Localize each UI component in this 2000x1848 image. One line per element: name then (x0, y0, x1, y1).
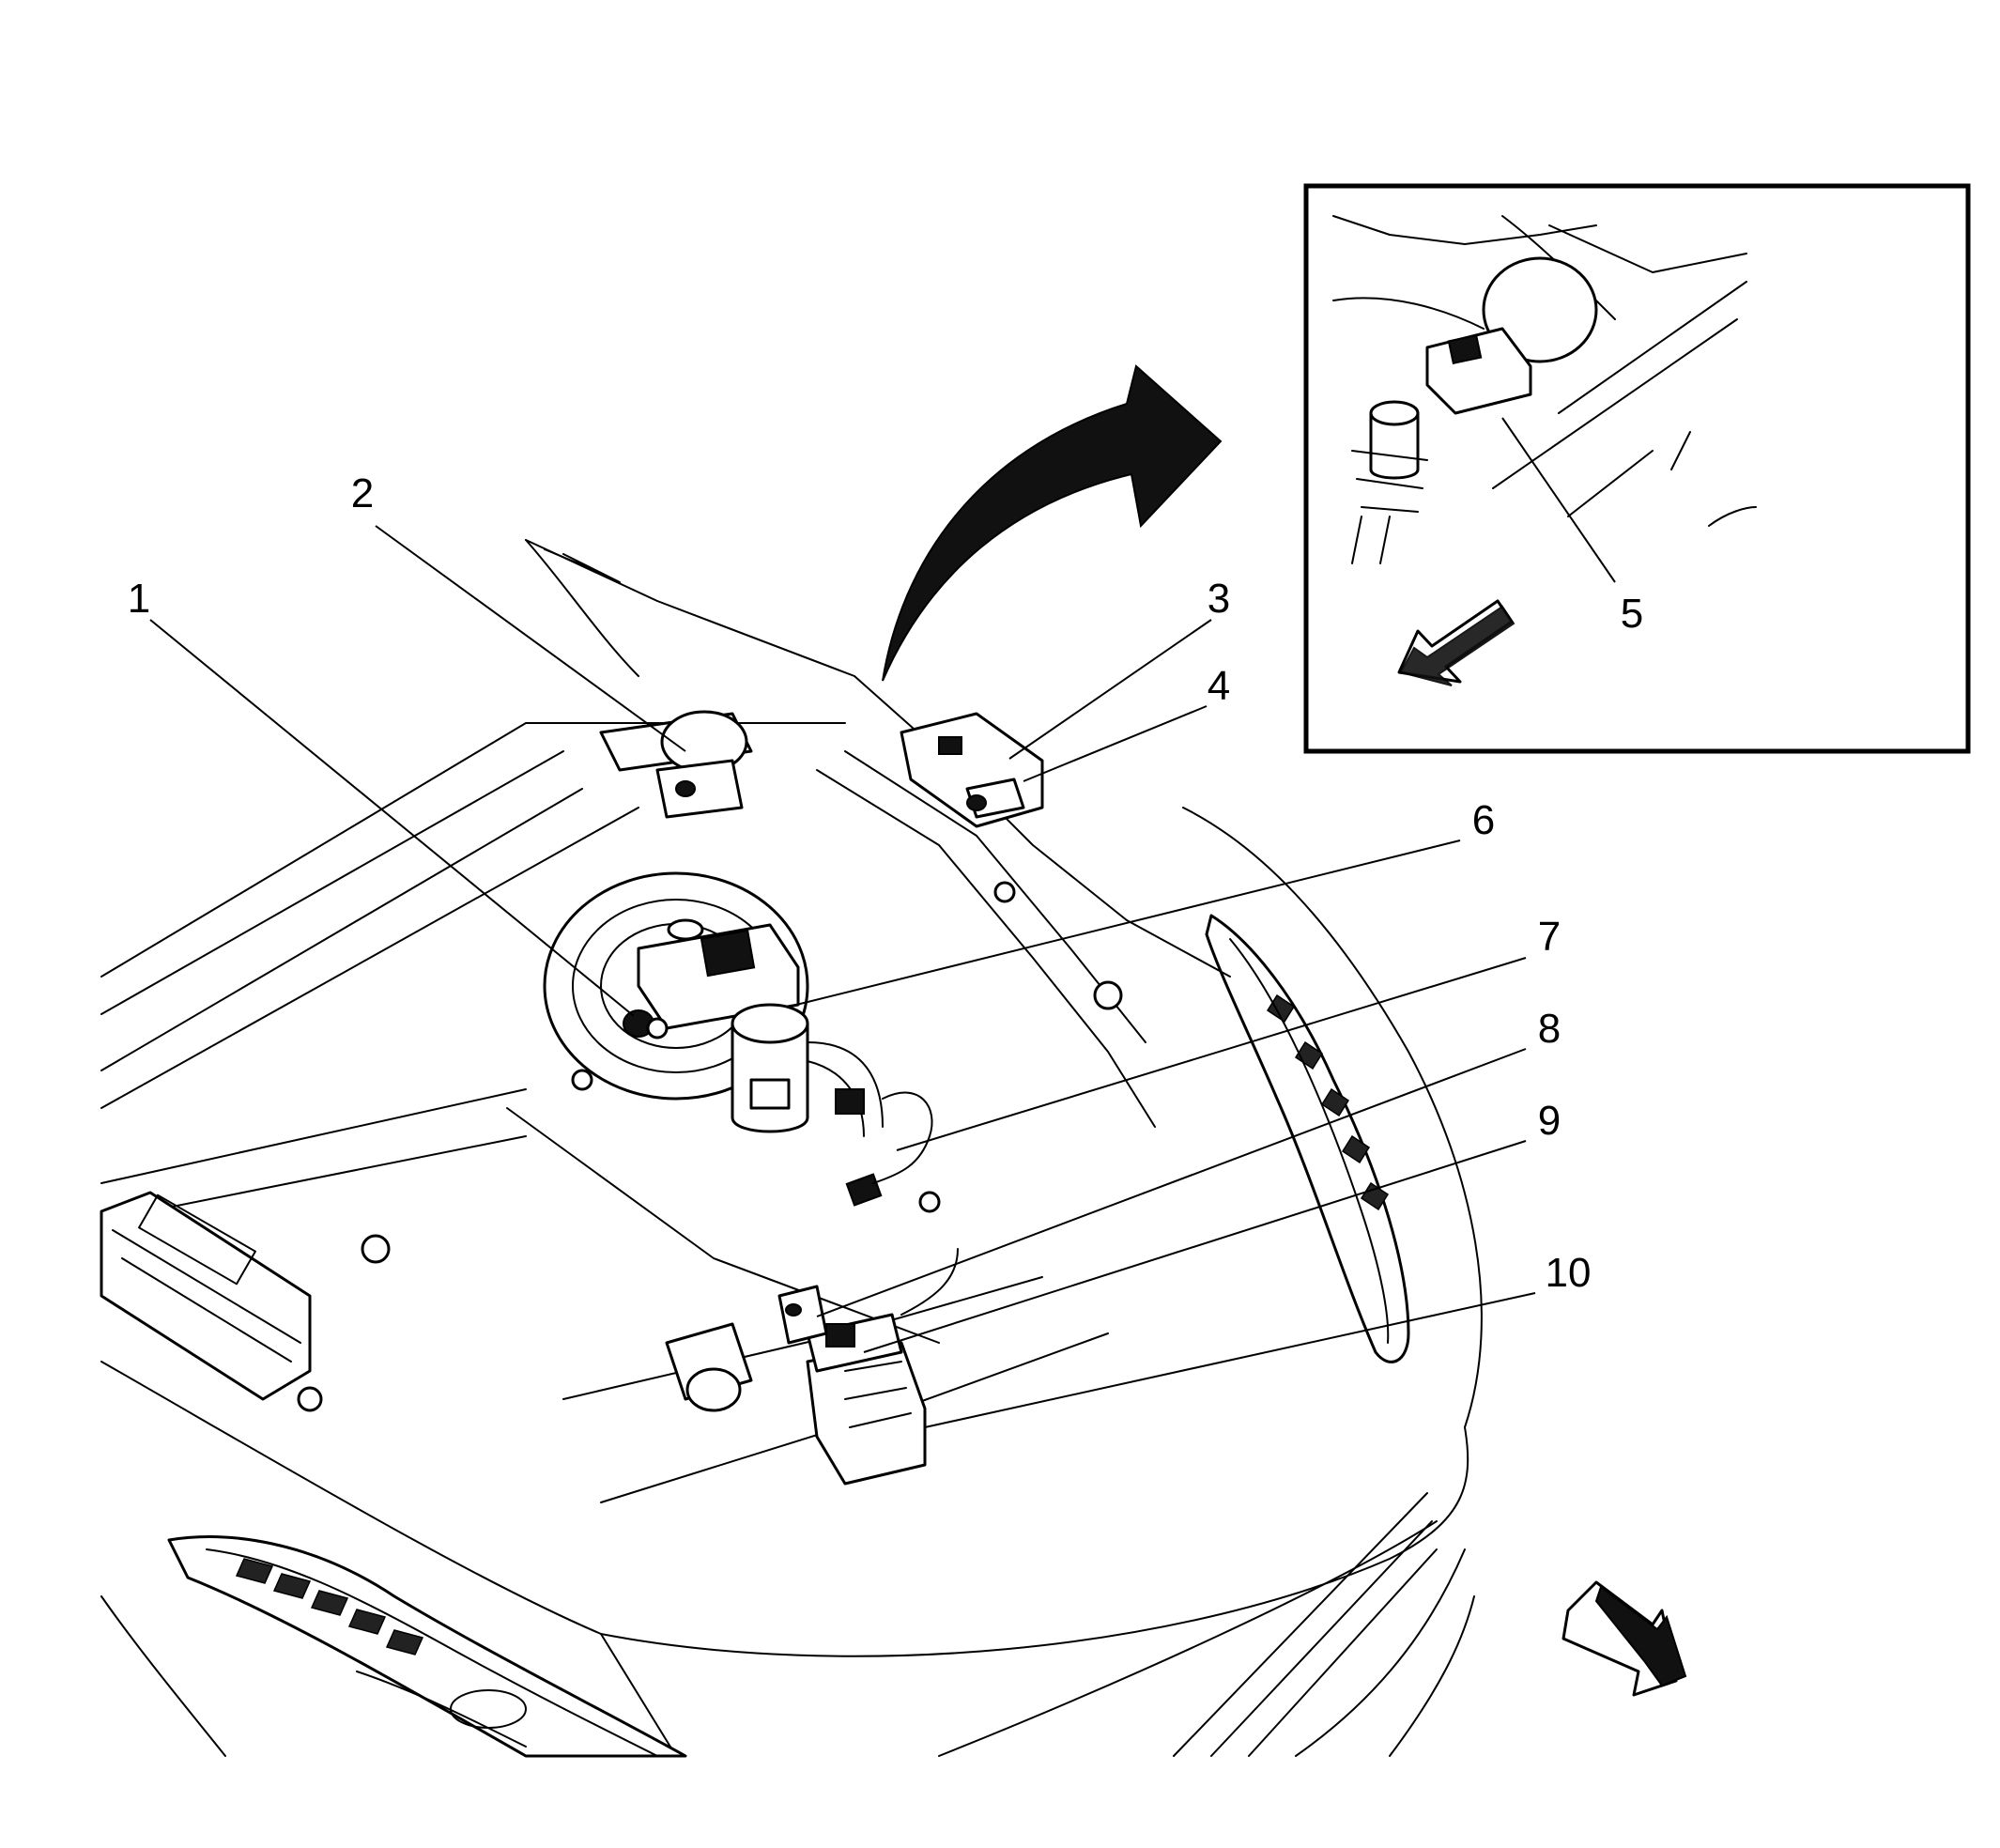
leader-line-3 (1008, 619, 1212, 760)
callout-labels: 1 2 3 4 5 6 7 8 9 10 (128, 470, 1643, 1296)
fasteners (297, 881, 1123, 1412)
callout-10: 10 (1546, 1250, 1592, 1296)
front-fascia (100, 807, 1483, 1757)
callout-2: 2 (351, 470, 374, 516)
abs-modulator (806, 1248, 959, 1486)
leader-line-8 (816, 1048, 1527, 1317)
inset-illustration (1332, 215, 1757, 564)
callout-3: 3 (1208, 576, 1230, 622)
leader-line-9 (863, 1140, 1527, 1353)
leader-line-5 (1501, 417, 1616, 583)
leader-line-10 (924, 1292, 1536, 1428)
leader-line-1 (149, 619, 635, 1017)
callout-5: 5 (1621, 591, 1643, 637)
callout-1: 1 (128, 576, 150, 622)
left-headlamp (100, 1535, 687, 1758)
abs-pump-motor (665, 1285, 828, 1412)
leader-line-4 (1023, 705, 1208, 782)
callout-7: 7 (1538, 914, 1561, 960)
harness-connector (835, 1088, 933, 1207)
front-direction-arrow-icon (1562, 1580, 1687, 1697)
callout-4: 4 (1208, 663, 1230, 709)
inset-detail-view (1303, 183, 1971, 754)
right-headlamp (1205, 914, 1410, 1363)
engine-compartment-illustration (100, 539, 1483, 1758)
leader-line-6 (788, 839, 1461, 1008)
callout-8: 8 (1538, 1006, 1561, 1052)
callout-6: 6 (1472, 797, 1495, 843)
vacuum-pump (731, 1003, 884, 1137)
leader-line-7 (896, 957, 1527, 1151)
cowl-module (900, 712, 1044, 828)
leader-line-2 (375, 525, 686, 752)
brake-fluid-level-sensor (623, 1009, 669, 1040)
leader-lines (149, 417, 1616, 1428)
inset-direction-arrow-icon (1397, 599, 1515, 686)
brake-fluid-reservoir (637, 918, 800, 1030)
callout-9: 9 (1538, 1098, 1561, 1144)
curved-arrow-icon (882, 364, 1223, 682)
wiper-motor (655, 710, 748, 819)
air-cleaner (100, 1191, 312, 1401)
